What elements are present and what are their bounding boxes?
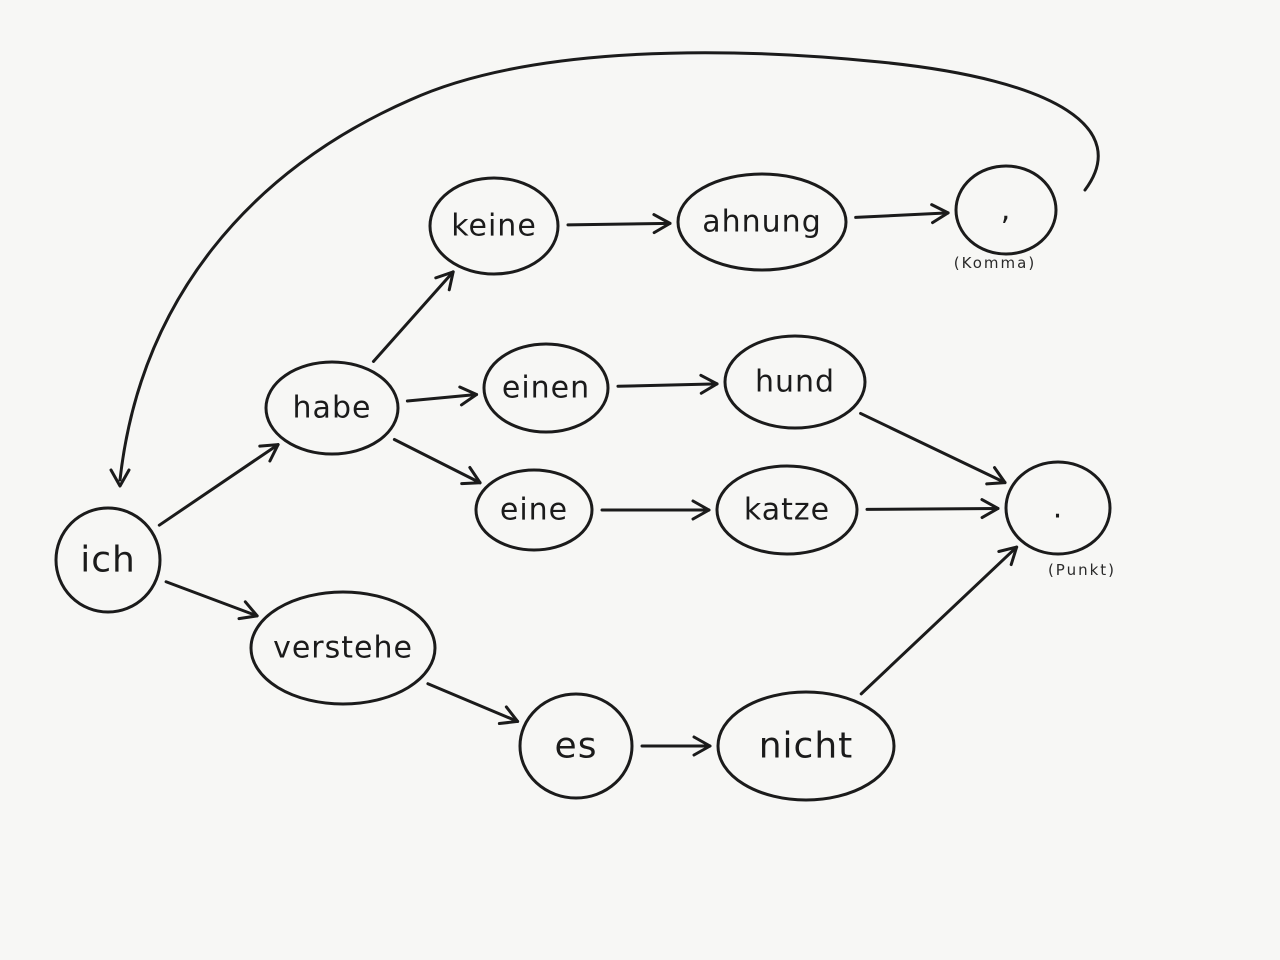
edge-habe-to-eine [392, 437, 482, 486]
edges-layer [109, 51, 1100, 757]
node-ellipse [474, 468, 594, 552]
edge-line [405, 392, 479, 403]
node-note: (Punkt) [1048, 561, 1116, 579]
edge-ich-to-habe [157, 443, 280, 527]
node-label: verstehe [273, 631, 413, 666]
node-ellipse [676, 172, 848, 272]
node-note: (Komma) [954, 254, 1036, 272]
edge-ahnung-to-komma [854, 203, 950, 225]
node-label: habe [293, 391, 372, 426]
node-ahnung: ahnung [676, 172, 848, 272]
arrow-head [258, 443, 280, 463]
edge-habe-to-einen [405, 385, 479, 407]
node-ellipse [518, 692, 634, 800]
edge-line [157, 443, 280, 527]
node-punkt: . (Punkt) [1004, 460, 1116, 579]
node-label: , [1001, 193, 1012, 228]
edge-line [859, 411, 1007, 485]
edge-line [371, 270, 455, 363]
arrow-head [930, 203, 950, 225]
node-ich: ich [54, 506, 162, 614]
edge-line [566, 221, 672, 227]
edge-line [859, 545, 1019, 696]
edge-line [854, 211, 950, 219]
arrow-head [699, 373, 719, 395]
edge-keine-to-ahnung [566, 213, 672, 235]
edge-nicht-to-punkt [859, 545, 1019, 696]
edge-ich-to-verstehe [164, 580, 259, 621]
arrow-head [980, 498, 1000, 520]
node-hund: hund [723, 334, 867, 430]
node-ellipse [716, 690, 896, 802]
arrow-head [434, 270, 455, 292]
arrow-head [985, 466, 1007, 486]
arrow-head [652, 213, 672, 235]
node-ellipse [249, 590, 437, 706]
nodes-layer: ich habe keine ahnung, (Komma) einen hund eine k… [54, 164, 1116, 802]
node-ellipse [264, 360, 400, 456]
node-keine: keine [428, 176, 560, 276]
edge-habe-to-keine [371, 270, 455, 363]
node-ellipse [482, 342, 610, 434]
node-habe: habe [264, 360, 400, 456]
arrow-head [458, 385, 479, 407]
edge-es-to-nicht [640, 735, 712, 757]
node-ellipse [715, 464, 859, 556]
node-ellipse [54, 506, 162, 614]
node-label: es [555, 726, 598, 767]
arrow-head [497, 705, 520, 726]
edge-line [118, 51, 1100, 482]
node-komma: , (Komma) [954, 164, 1058, 272]
arrow-head [691, 499, 711, 521]
node-label: einen [502, 371, 590, 406]
node-ellipse [1004, 460, 1112, 556]
node-einen: einen [482, 342, 610, 434]
edge-verstehe-to-es [426, 682, 520, 726]
node-eine: eine [474, 468, 594, 552]
node-es: es [518, 692, 634, 800]
arrow-head [997, 545, 1019, 567]
node-label: . [1053, 491, 1064, 526]
node-label: hund [755, 365, 835, 400]
edge-eine-to-katze [600, 499, 711, 521]
node-nicht: nicht [716, 690, 896, 802]
edge-komma-to-ich [109, 51, 1100, 488]
edge-katze-to-punkt [865, 498, 1000, 520]
edge-line [865, 506, 1000, 511]
edge-einen-to-hund [616, 373, 719, 395]
node-label: ahnung [702, 205, 821, 240]
node-label: ich [80, 540, 136, 581]
edge-line [392, 437, 482, 485]
node-label: katze [744, 493, 830, 528]
arrow-head [460, 466, 482, 486]
node-katze: katze [715, 464, 859, 556]
node-verstehe: verstehe [249, 590, 437, 706]
node-ellipse [723, 334, 867, 430]
edge-line [164, 580, 259, 618]
node-label: keine [451, 209, 537, 244]
node-label: eine [500, 493, 568, 528]
arrow-head [692, 735, 712, 757]
edge-line [426, 682, 520, 723]
arrow-head [109, 468, 131, 488]
arrow-head [237, 600, 259, 621]
edge-hund-to-punkt [859, 411, 1007, 486]
node-ellipse [954, 164, 1058, 256]
edge-line [616, 382, 719, 388]
node-ellipse [428, 176, 560, 276]
node-label: nicht [759, 726, 854, 767]
